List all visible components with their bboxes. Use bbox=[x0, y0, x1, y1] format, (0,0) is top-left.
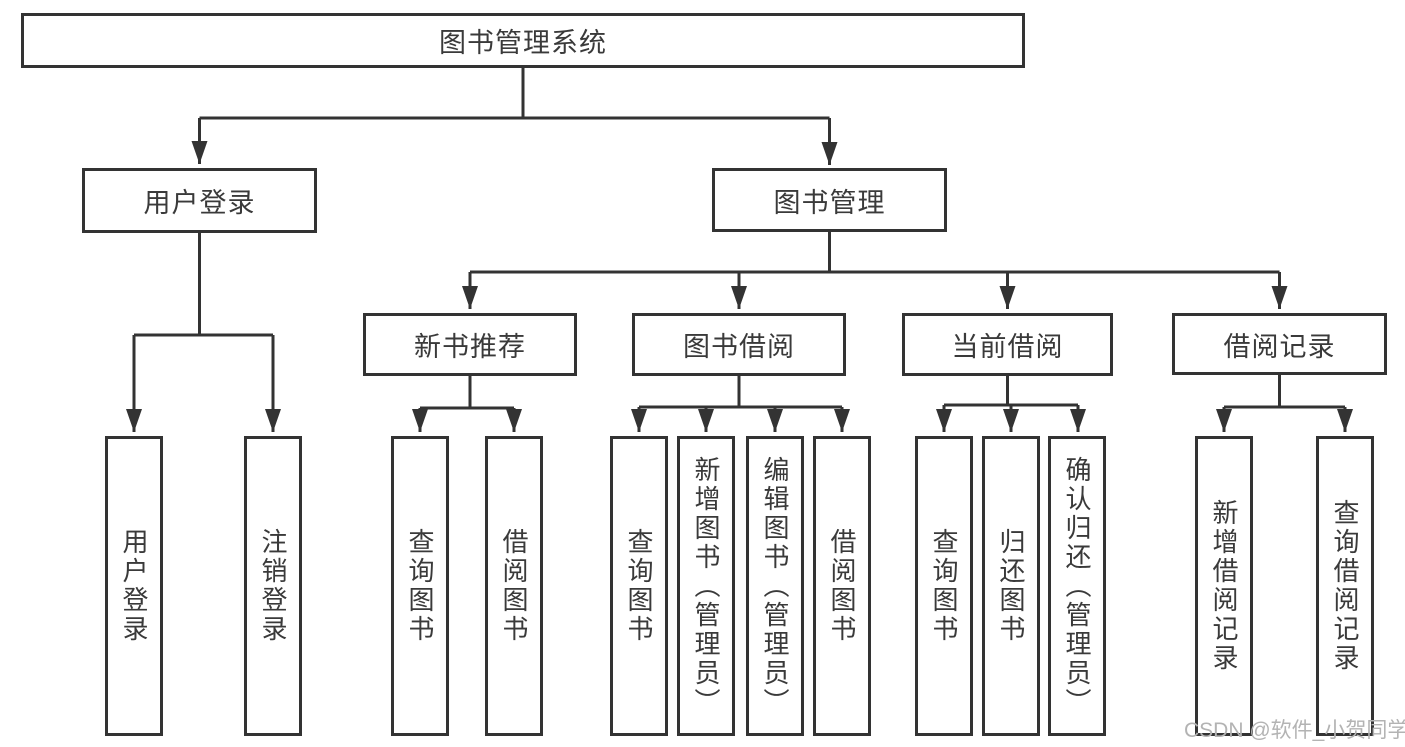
node-user-login: 用户登录 bbox=[82, 168, 317, 233]
leaf-label: 借阅图书 bbox=[499, 528, 529, 644]
leaf-label: 注销登录 bbox=[258, 528, 288, 644]
leaf-query-books-borrow: 查询图书 bbox=[610, 436, 668, 736]
leaf-borrow-books-2: 借阅图书 bbox=[813, 436, 871, 736]
leaf-query-books-recommend: 查询图书 bbox=[391, 436, 449, 736]
leaf-borrow-books-recommend: 借阅图书 bbox=[485, 436, 543, 736]
watermark: CSDN @软件_小贺同学 bbox=[1184, 719, 1405, 742]
leaf-label: 归还图书 bbox=[996, 528, 1026, 644]
leaf-user-login: 用户登录 bbox=[105, 436, 163, 736]
leaf-query-books-current: 查询图书 bbox=[915, 436, 973, 736]
leaf-label: 新增图书（管理员） bbox=[691, 455, 721, 717]
node-new-book-recommendation: 新书推荐 bbox=[363, 313, 577, 376]
node-current-borrowing: 当前借阅 bbox=[902, 313, 1113, 376]
leaf-label: 确认归还（管理员） bbox=[1062, 455, 1092, 717]
leaf-edit-book-admin: 编辑图书（管理员） bbox=[746, 436, 804, 736]
leaf-label: 查询图书 bbox=[624, 528, 654, 644]
node-library-management-system: 图书管理系统 bbox=[21, 13, 1025, 68]
leaf-label: 查询图书 bbox=[405, 528, 435, 644]
leaf-label: 用户登录 bbox=[119, 528, 149, 644]
leaf-logout: 注销登录 bbox=[244, 436, 302, 736]
leaf-label: 借阅图书 bbox=[827, 528, 857, 644]
leaf-label: 新增借阅记录 bbox=[1209, 499, 1239, 673]
leaf-add-book-admin: 新增图书（管理员） bbox=[677, 436, 735, 736]
leaf-label: 查询图书 bbox=[929, 528, 959, 644]
leaf-return-book: 归还图书 bbox=[982, 436, 1040, 736]
leaf-label: 查询借阅记录 bbox=[1330, 499, 1360, 673]
node-book-borrowing: 图书借阅 bbox=[632, 313, 846, 376]
leaf-label: 编辑图书（管理员） bbox=[760, 455, 790, 717]
node-book-management: 图书管理 bbox=[712, 168, 947, 232]
leaf-confirm-return-admin: 确认归还（管理员） bbox=[1048, 436, 1106, 736]
leaf-add-borrow-record: 新增借阅记录 bbox=[1195, 436, 1253, 736]
leaf-query-borrow-record: 查询借阅记录 bbox=[1316, 436, 1374, 736]
node-borrowing-records: 借阅记录 bbox=[1172, 313, 1387, 375]
